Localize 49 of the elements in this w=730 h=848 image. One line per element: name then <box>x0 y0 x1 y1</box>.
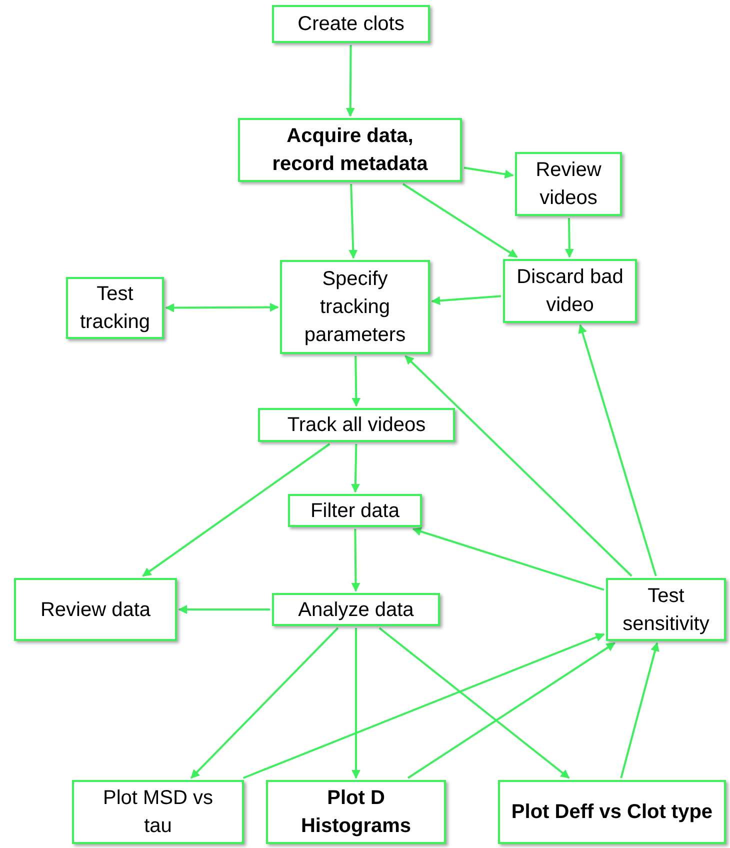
arrow <box>348 184 358 259</box>
arrow <box>165 302 279 312</box>
arrow <box>378 627 570 779</box>
box-label: Test tracking <box>78 282 152 335</box>
process-box <box>272 593 440 626</box>
arrow <box>242 633 605 779</box>
arrow <box>352 356 361 407</box>
box-label: Discard bad video <box>516 265 624 318</box>
process-box <box>72 780 244 844</box>
box-label: Plot Deff vs Clot type <box>511 800 713 825</box>
arrow <box>178 605 270 614</box>
arrow <box>402 183 518 258</box>
box-label: Analyze data <box>298 598 414 622</box>
box-label: Test sensitivity <box>622 584 710 636</box>
arrow <box>620 642 660 778</box>
box-label: Plot D Histograms <box>300 786 412 839</box>
arrow <box>431 295 502 306</box>
process-box <box>606 578 726 641</box>
arrow <box>578 324 657 576</box>
box-label: Create clots <box>298 12 404 37</box>
arrow <box>351 528 360 592</box>
box-label: Filter data <box>310 498 400 524</box>
arrow <box>412 527 604 591</box>
arrow <box>404 355 632 577</box>
box-label: Review videos <box>534 158 602 211</box>
arrow <box>190 627 339 779</box>
box-label: Specify tracking parameters <box>303 267 407 348</box>
arrow <box>142 443 330 577</box>
process-box <box>272 5 430 43</box>
arrow <box>464 166 514 179</box>
process-box <box>503 259 637 323</box>
box-label: Acquire data, record metadata <box>271 124 429 177</box>
process-box <box>266 780 446 844</box>
arrow <box>407 642 616 779</box>
process-box <box>498 780 726 844</box>
box-label: Track all videos <box>287 413 426 438</box>
process-box <box>280 260 430 354</box>
arrow <box>352 628 360 779</box>
process-box <box>515 152 622 216</box>
process-box <box>288 494 422 527</box>
process-box <box>258 408 455 442</box>
process-box <box>238 118 462 182</box>
box-label: Plot MSD vs tau <box>102 786 214 839</box>
arrow <box>350 444 360 493</box>
process-box <box>66 277 164 339</box>
process-box <box>14 578 177 641</box>
arrow <box>564 218 574 258</box>
arrow <box>346 45 355 117</box>
box-label: Review data <box>40 598 151 622</box>
